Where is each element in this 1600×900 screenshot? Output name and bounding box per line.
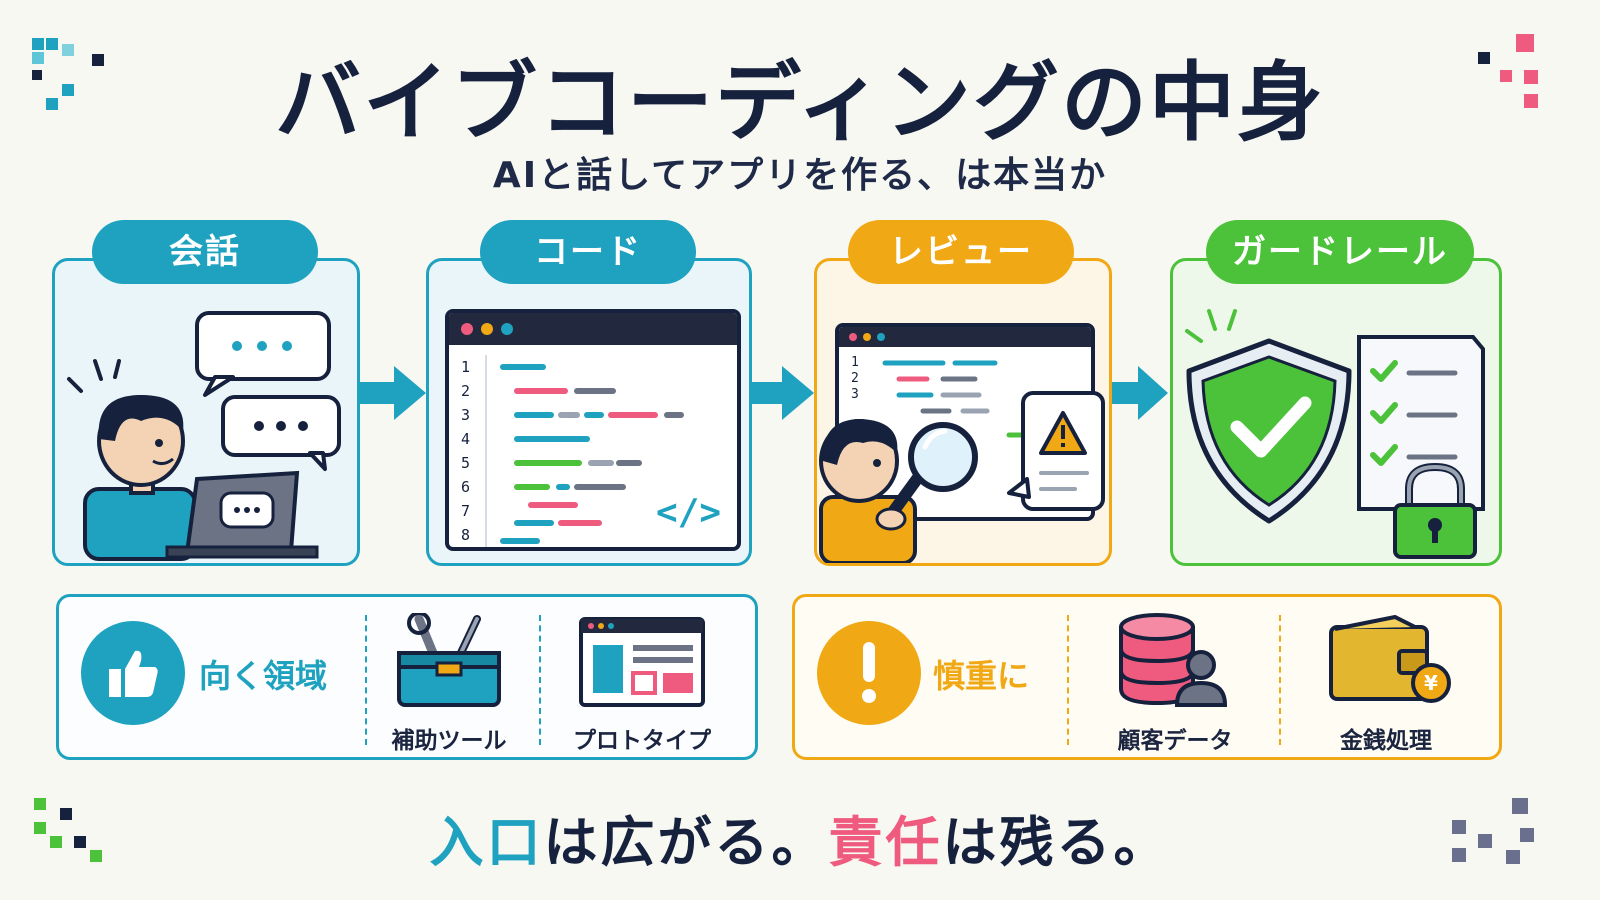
- tagline: 入口は広がる。責任は残る。: [0, 798, 1600, 877]
- checklist-icon: [1357, 335, 1485, 511]
- good-use-label: 向く領域: [199, 657, 328, 695]
- arrow-right-icon: [1112, 366, 1168, 420]
- item-label-prototype: プロトタイプ: [573, 728, 711, 754]
- line-number: 5: [461, 454, 471, 472]
- line-number: 2: [461, 382, 471, 400]
- tagline-remains: は残る。: [942, 811, 1171, 874]
- line-number: 8: [461, 526, 471, 544]
- step-tab-guardrail: ガードレール: [1206, 220, 1474, 284]
- page-subtitle: AIと話してアプリを作る、は本当か: [492, 155, 1108, 196]
- step-card-conversation: [52, 258, 360, 566]
- attention-lines: [67, 359, 121, 393]
- tagline-widens: は広がる。: [543, 811, 829, 874]
- item-label-support-tool: 補助ツール: [391, 728, 507, 754]
- line-number: 2: [851, 371, 859, 386]
- arrow-right-icon: [360, 366, 426, 420]
- line-number-gutter: 1 2 3 4 5 6 7 8: [461, 355, 487, 547]
- tagline-responsibility: 責任: [828, 811, 943, 874]
- line-number: 1: [851, 355, 859, 370]
- line-number: 6: [461, 478, 471, 496]
- line-number: 7: [461, 502, 471, 520]
- wallet-yen-icon: ¥: [1329, 614, 1451, 703]
- line-number: 4: [461, 430, 471, 448]
- line-number-gutter: 1 2 3: [851, 355, 871, 403]
- divider: [365, 615, 367, 745]
- item-label-customer-data: 顧客データ: [1117, 728, 1233, 754]
- person-icon: [83, 395, 197, 561]
- caution-panel: 慎重に 顧客データ ¥ 金銭処理: [792, 594, 1502, 760]
- speech-bubble-icon: [221, 395, 341, 471]
- arrow-right-icon: [752, 366, 814, 420]
- step-tab-conversation: 会話: [92, 220, 318, 284]
- line-number: 3: [851, 387, 859, 402]
- laptop-icon: [165, 470, 319, 559]
- tagline-entry: 入口: [429, 811, 544, 874]
- toolbox-icon: [397, 613, 501, 707]
- divider: [539, 615, 541, 745]
- step-tab-code: コード: [480, 220, 696, 284]
- guardrail-illustration: [1185, 309, 1485, 559]
- svg-text:¥: ¥: [1424, 671, 1438, 695]
- padlock-icon: [1393, 462, 1477, 559]
- code-lines: [882, 360, 1032, 438]
- speech-bubble-icon: [195, 311, 331, 397]
- line-number: 3: [461, 406, 471, 424]
- database-user-icon: [1119, 613, 1228, 707]
- browser-window-icon: [579, 617, 705, 707]
- sparkle-lines: [1185, 309, 1237, 343]
- magnifier-icon: [875, 422, 978, 531]
- divider: [1279, 615, 1281, 745]
- conversation-illustration: [67, 311, 341, 561]
- code-tag-icon: </>: [655, 492, 721, 533]
- caution-label: 慎重に: [933, 657, 1030, 695]
- warning-bubble-icon: [1007, 391, 1105, 511]
- step-card-code: 1 2 3 4 5 6 7 8 </>: [426, 258, 752, 566]
- thumbs-up-icon: [81, 621, 185, 725]
- good-use-panel: 向く領域 補助ツール プロトタイプ: [56, 594, 758, 760]
- step-card-review: 1 2 3: [814, 258, 1112, 566]
- shield-check-icon: [1186, 338, 1352, 524]
- item-label-money-handling: 金銭処理: [1340, 728, 1432, 754]
- line-number: 1: [461, 358, 471, 376]
- review-illustration: [819, 391, 1105, 563]
- step-card-guardrail: [1170, 258, 1502, 566]
- code-editor-window: 1 2 3 4 5 6 7 8 </>: [445, 309, 741, 551]
- divider: [1067, 615, 1069, 745]
- step-tab-review: レビュー: [848, 220, 1074, 284]
- code-lines: [500, 364, 684, 544]
- exclamation-icon: [817, 621, 921, 725]
- page-title: バイブコーディングの中身: [275, 53, 1325, 153]
